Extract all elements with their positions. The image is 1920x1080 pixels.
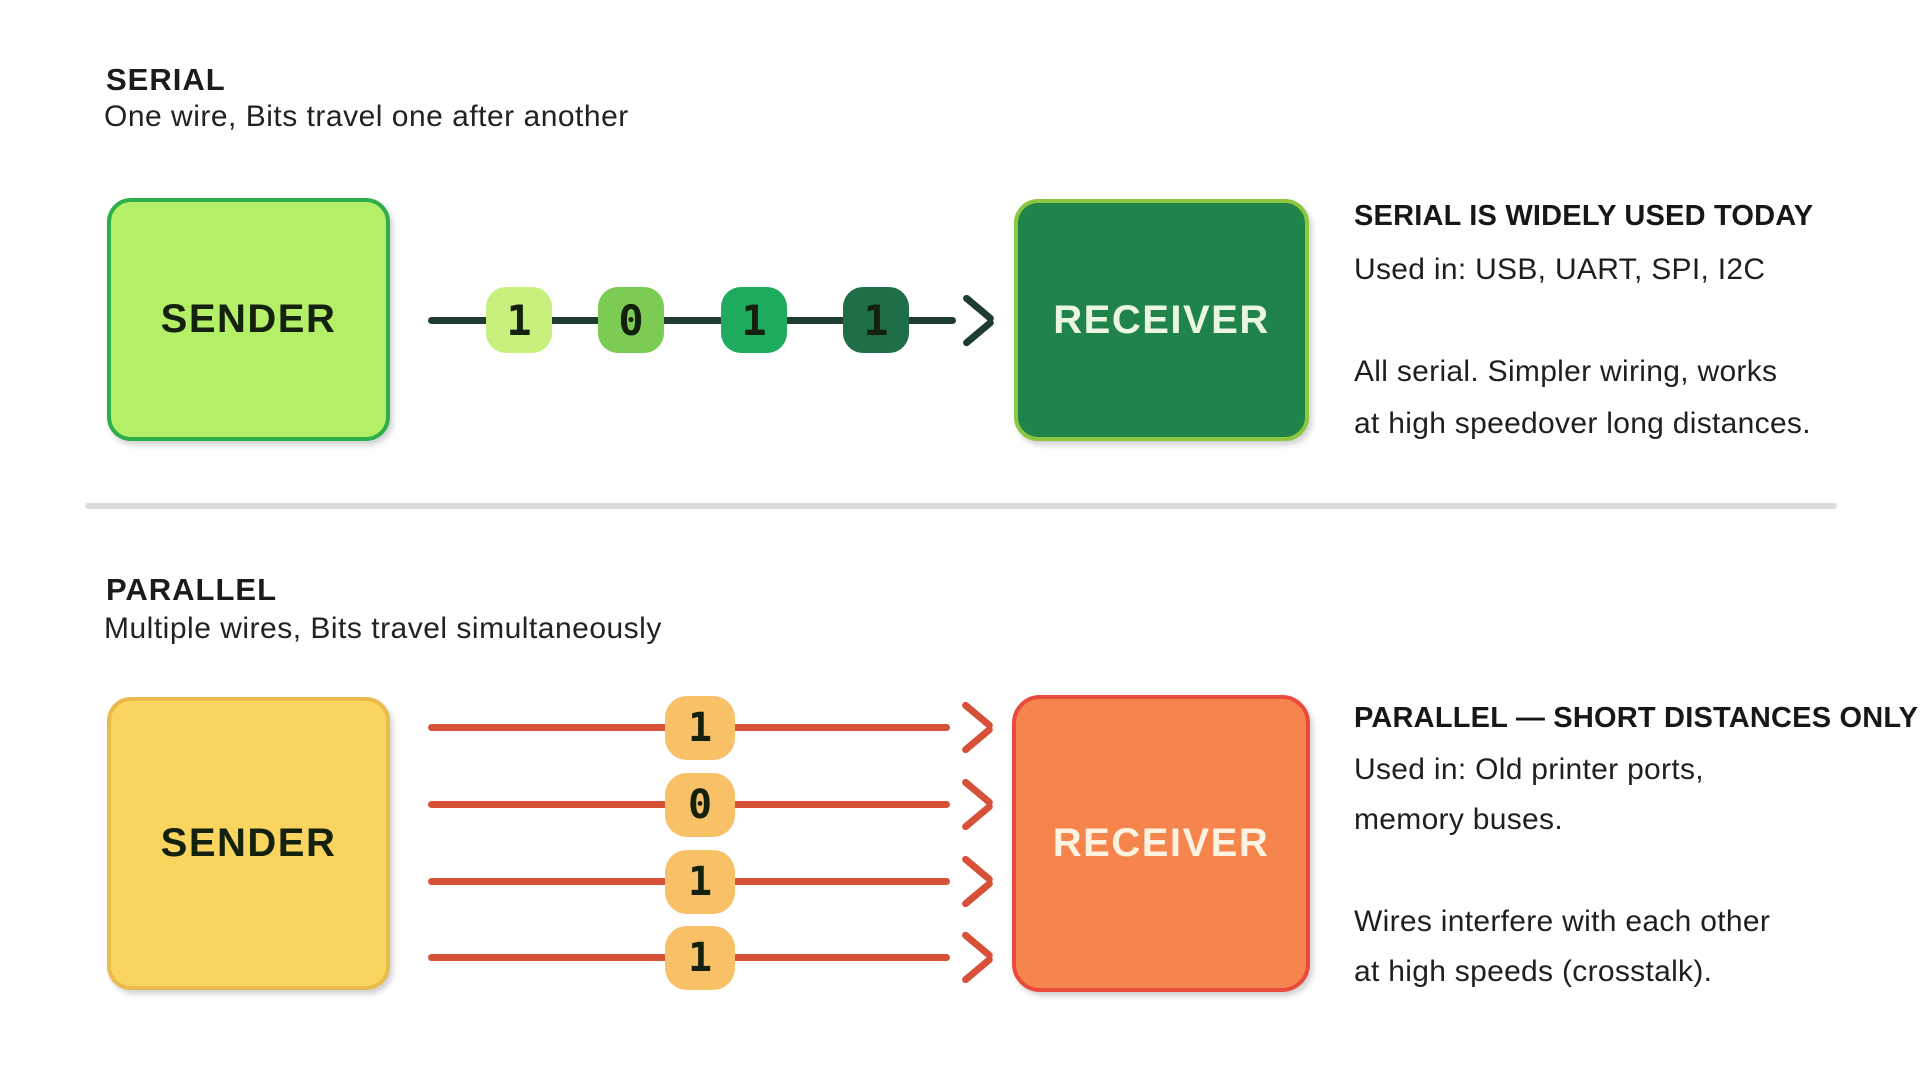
serial-sender-label: SENDER bbox=[160, 297, 337, 341]
serial-section-subtitle: One wire, Bits travel one after another bbox=[104, 100, 629, 133]
parallel-receiver-box: RECEIVER bbox=[1012, 695, 1310, 992]
parallel-note-line: Used in: Old printer ports, bbox=[1354, 753, 1704, 786]
serial-arrowhead-icon bbox=[961, 293, 996, 324]
parallel-note-line: memory buses. bbox=[1354, 803, 1563, 836]
serial-receiver-label: RECEIVER bbox=[1053, 297, 1270, 342]
parallel-note-line: at high speeds (crosstalk). bbox=[1354, 955, 1713, 988]
parallel-note-line: Wires interfere with each other bbox=[1354, 905, 1771, 938]
parallel-bit-chip: 1 bbox=[665, 696, 735, 760]
serial-note-line: Used in: USB, UART, SPI, I2C bbox=[1354, 253, 1766, 286]
serial-wire bbox=[428, 317, 956, 324]
parallel-bit-chip: 0 bbox=[665, 773, 735, 837]
parallel-arrowhead-icon bbox=[960, 700, 995, 731]
parallel-arrowhead-icon bbox=[960, 854, 995, 885]
parallel-section-subtitle: Multiple wires, Bits travel simultaneous… bbox=[104, 612, 662, 645]
parallel-note-heading: PARALLEL — SHORT DISTANCES ONLY bbox=[1354, 702, 1919, 734]
parallel-arrowhead-icon bbox=[960, 777, 995, 808]
serial-note-line: at high speedover long distances. bbox=[1354, 407, 1811, 440]
serial-section-title: SERIAL bbox=[106, 62, 226, 97]
serial-note-line: All serial. Simpler wiring, works bbox=[1354, 355, 1778, 388]
parallel-arrowhead-icon bbox=[960, 954, 995, 985]
serial-sender-box: SENDER bbox=[107, 198, 390, 441]
parallel-section-title: PARALLEL bbox=[106, 572, 278, 607]
parallel-arrowhead-icon bbox=[960, 724, 995, 755]
serial-bit-chip: 1 bbox=[721, 287, 787, 353]
parallel-bit-chip: 1 bbox=[665, 926, 735, 990]
parallel-bit-chip: 1 bbox=[665, 850, 735, 914]
parallel-sender-label: SENDER bbox=[160, 821, 337, 865]
serial-bit-chip: 1 bbox=[843, 287, 909, 353]
serial-bit-chip: 0 bbox=[598, 287, 664, 353]
serial-note-heading: SERIAL IS WIDELY USED TODAY bbox=[1354, 200, 1814, 232]
parallel-receiver-label: RECEIVER bbox=[1052, 821, 1270, 865]
parallel-arrowhead-icon bbox=[960, 878, 995, 909]
parallel-arrowhead-icon bbox=[960, 930, 995, 961]
serial-bit-chip: 1 bbox=[486, 287, 552, 353]
section-divider bbox=[85, 503, 1837, 509]
serial-arrowhead-icon bbox=[961, 317, 996, 348]
parallel-arrowhead-icon bbox=[960, 801, 995, 832]
serial-receiver-box: RECEIVER bbox=[1014, 199, 1309, 441]
parallel-sender-box: SENDER bbox=[107, 697, 390, 990]
